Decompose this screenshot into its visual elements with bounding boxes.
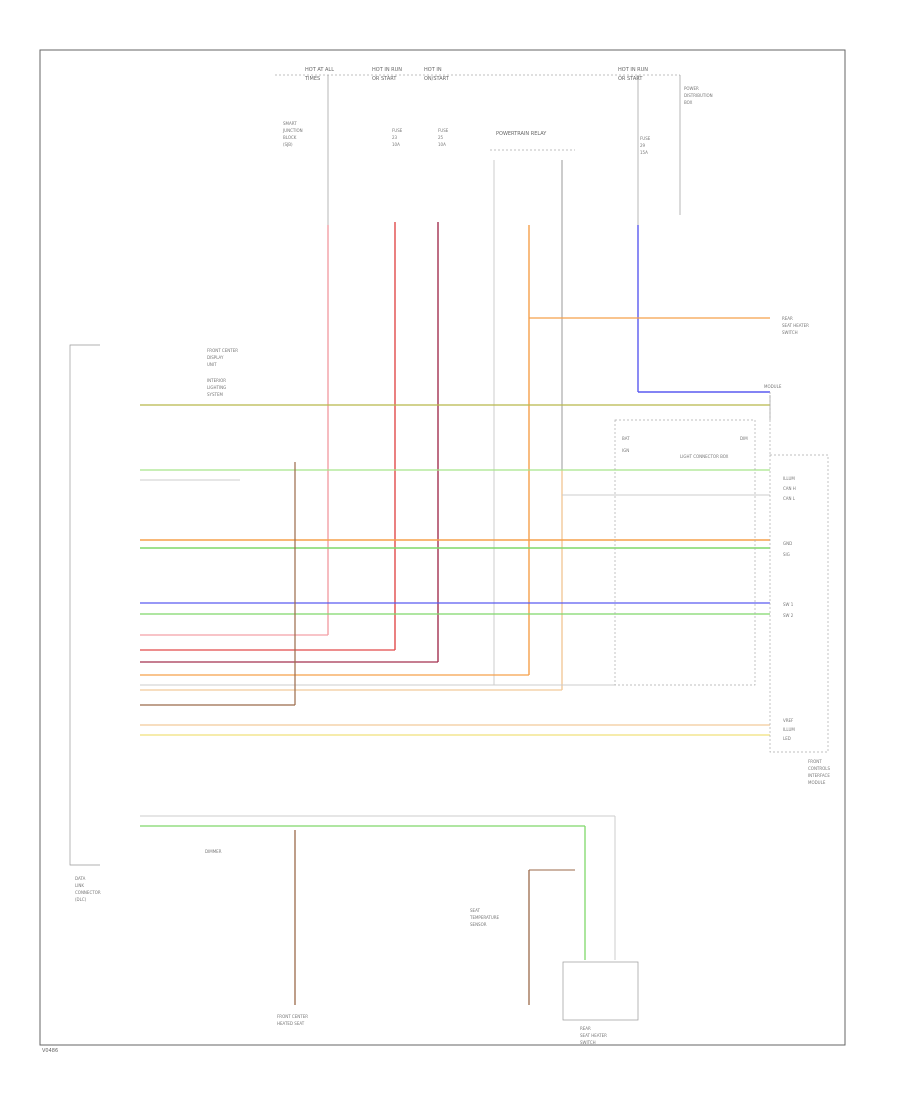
svg-text:10A: 10A	[392, 142, 400, 147]
svg-text:(SJB): (SJB)	[283, 142, 293, 147]
svg-text:LIGHT CONNECTOR BOX: LIGHT CONNECTOR BOX	[680, 454, 729, 459]
light-connector-box: LIGHT CONNECTOR BOX BAT IGN DIM	[562, 419, 770, 686]
svg-text:IGN: IGN	[622, 448, 629, 453]
svg-text:SEAT: SEAT	[470, 908, 480, 913]
svg-text:SWITCH: SWITCH	[782, 330, 798, 335]
svg-text:DISTRIBUTION: DISTRIBUTION	[684, 93, 713, 98]
svg-text:FUSE: FUSE	[438, 128, 449, 133]
svg-text:FRONT: FRONT	[808, 759, 822, 764]
fuse-label-3: HOT IN ON/START	[424, 67, 450, 82]
svg-text:OR START: OR START	[618, 76, 643, 82]
svg-text:ON/START: ON/START	[424, 76, 450, 82]
svg-text:UNIT: UNIT	[207, 362, 217, 367]
horizontal-wires	[140, 404, 770, 827]
svg-text:LINK: LINK	[75, 883, 84, 888]
svg-text:REAR: REAR	[580, 1026, 591, 1031]
svg-text:GND: GND	[783, 541, 792, 546]
svg-text:CONNECTOR: CONNECTOR	[75, 890, 101, 895]
svg-text:29: 29	[640, 143, 646, 148]
svg-text:CAN L: CAN L	[783, 496, 796, 501]
module-left-top: FRONT CENTER DISPLAY UNIT INTERIOR LIGHT…	[69, 344, 238, 866]
svg-text:DIM: DIM	[740, 436, 748, 441]
svg-text:ILLUM: ILLUM	[783, 727, 795, 732]
svg-text:CONTROLS: CONTROLS	[808, 766, 831, 771]
svg-text:SENSOR: SENSOR	[470, 922, 487, 927]
svg-text:HOT AT ALL: HOT AT ALL	[305, 67, 334, 73]
bottom-circuits: DATA LINK CONNECTOR (DLC) FRONT CENTER H…	[75, 815, 639, 1045]
fuse-label-1: HOT AT ALL TIMES	[304, 67, 334, 82]
fuse-descriptors: SMART JUNCTION BLOCK (SJB) FUSE 23 10A F…	[282, 86, 713, 155]
svg-text:(DLC): (DLC)	[75, 897, 87, 902]
svg-text:HOT IN: HOT IN	[424, 67, 442, 73]
svg-text:BAT: BAT	[622, 436, 630, 441]
svg-text:BLOCK: BLOCK	[283, 135, 297, 140]
svg-text:INTERIOR: INTERIOR	[207, 378, 226, 383]
svg-text:TEMPERATURE: TEMPERATURE	[469, 915, 500, 920]
fuse-label-2: HOT IN RUN OR START	[372, 67, 402, 82]
svg-text:15A: 15A	[640, 150, 648, 155]
svg-text:HOT IN RUN: HOT IN RUN	[372, 67, 402, 73]
page-code: V0486	[42, 1048, 58, 1054]
svg-text:SEAT HEATER: SEAT HEATER	[782, 323, 809, 328]
svg-text:23: 23	[392, 135, 398, 140]
svg-text:INTERFACE: INTERFACE	[808, 773, 830, 778]
svg-text:REAR: REAR	[782, 316, 793, 321]
module-right-bus: MODULE	[764, 384, 782, 420]
svg-text:JUNCTION: JUNCTION	[282, 128, 303, 133]
svg-text:POWERTRAIN RELAY: POWERTRAIN RELAY	[496, 131, 547, 137]
svg-text:VREF: VREF	[783, 718, 794, 723]
svg-text:SW 2: SW 2	[783, 613, 794, 618]
fuse-label-4: HOT IN RUN OR START	[618, 67, 648, 82]
module-fcim: ILLUM CAN H CAN L GND SIG SW 1 SW 2 VREF…	[769, 392, 831, 785]
svg-text:SMART: SMART	[283, 121, 297, 126]
svg-text:FRONT CENTER: FRONT CENTER	[277, 1014, 308, 1019]
diagram-border	[39, 49, 846, 1046]
svg-text:LED: LED	[783, 736, 791, 741]
svg-text:FRONT CENTER: FRONT CENTER	[207, 348, 238, 353]
svg-text:OR START: OR START	[372, 76, 397, 82]
svg-text:DATA: DATA	[75, 876, 86, 881]
svg-text:SIG: SIG	[783, 552, 790, 557]
svg-text:DIMMER: DIMMER	[205, 849, 222, 854]
svg-text:SEAT HEATER: SEAT HEATER	[580, 1033, 607, 1038]
svg-text:25: 25	[438, 135, 444, 140]
svg-text:DISPLAY: DISPLAY	[207, 355, 224, 360]
vertical-wires	[327, 75, 770, 690]
power-bus: HOT AT ALL TIMES HOT IN RUN OR START HOT…	[275, 67, 681, 215]
svg-text:CAN H: CAN H	[783, 486, 796, 491]
svg-text:ILLUM: ILLUM	[783, 476, 795, 481]
svg-text:HEATED SEAT: HEATED SEAT	[277, 1021, 305, 1026]
svg-text:MODULE: MODULE	[764, 384, 782, 389]
svg-text:SYSTEM: SYSTEM	[207, 392, 223, 397]
svg-text:10A: 10A	[438, 142, 446, 147]
module-right-top: REAR SEAT HEATER SWITCH	[529, 316, 809, 335]
svg-text:FUSE: FUSE	[640, 136, 651, 141]
svg-text:SW 1: SW 1	[783, 602, 794, 607]
svg-text:LIGHTING: LIGHTING	[207, 385, 226, 390]
rear-seat-switch-box	[562, 961, 639, 1021]
svg-text:HOT IN RUN: HOT IN RUN	[618, 67, 648, 73]
svg-text:MODULE: MODULE	[808, 780, 826, 785]
svg-text:FUSE: FUSE	[392, 128, 403, 133]
svg-text:SWITCH: SWITCH	[580, 1040, 596, 1045]
svg-text:BOX: BOX	[684, 100, 693, 105]
svg-text:TIMES: TIMES	[304, 76, 320, 82]
svg-text:POWER: POWER	[684, 86, 699, 91]
